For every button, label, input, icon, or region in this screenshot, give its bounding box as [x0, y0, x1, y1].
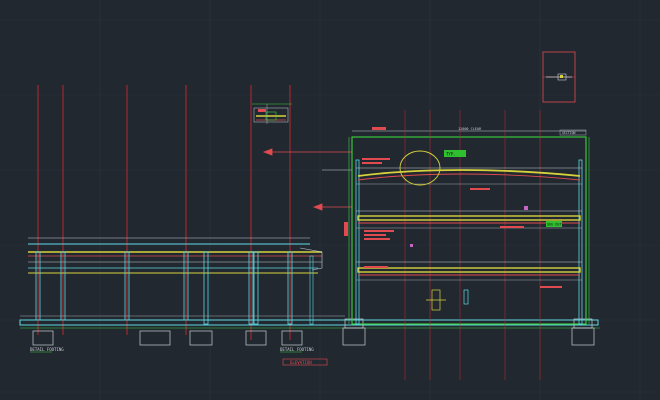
note-green-1: TYP. — [446, 152, 456, 157]
right-footing-caption-text: DETAIL FOOTING — [280, 347, 314, 352]
annotation-blocks — [344, 158, 562, 288]
footings — [32, 318, 595, 346]
floor-beam-lower — [356, 261, 582, 281]
floor-beam-upper — [356, 167, 582, 185]
note-green-2: SEE DET. — [547, 223, 564, 227]
magenta-markers — [410, 206, 528, 247]
bottom-title-text: ELEVATION — [290, 360, 312, 365]
ground-slab — [19, 315, 600, 329]
detail-block-top-right — [542, 51, 576, 103]
detail-callout-bubble: TYP. SEE DET. — [399, 150, 564, 227]
top-dimension: 12000 CLEAR — [352, 127, 586, 132]
section-title-tag: SECTION — [562, 131, 576, 135]
floor-beam-middle — [356, 210, 582, 229]
footing-caption-right: DETAIL FOOTING — [280, 347, 314, 353]
red-axis-lines — [37, 85, 291, 340]
building-frame — [348, 136, 590, 325]
left-footing-caption-text: DETAIL FOOTING — [30, 347, 64, 352]
section-marker: SECTION — [559, 129, 587, 136]
footing-caption-left: DETAIL FOOTING — [30, 347, 64, 353]
frame-columns — [355, 159, 583, 325]
canopy-columns — [35, 251, 314, 325]
canopy-structure-left — [28, 237, 323, 274]
leader-arrows — [262, 148, 352, 211]
bottom-title-box: ELEVATION — [282, 358, 328, 366]
column-base-detail — [426, 289, 469, 311]
detail-callout-top — [252, 103, 292, 124]
top-dimension-text: 12000 CLEAR — [458, 127, 482, 131]
